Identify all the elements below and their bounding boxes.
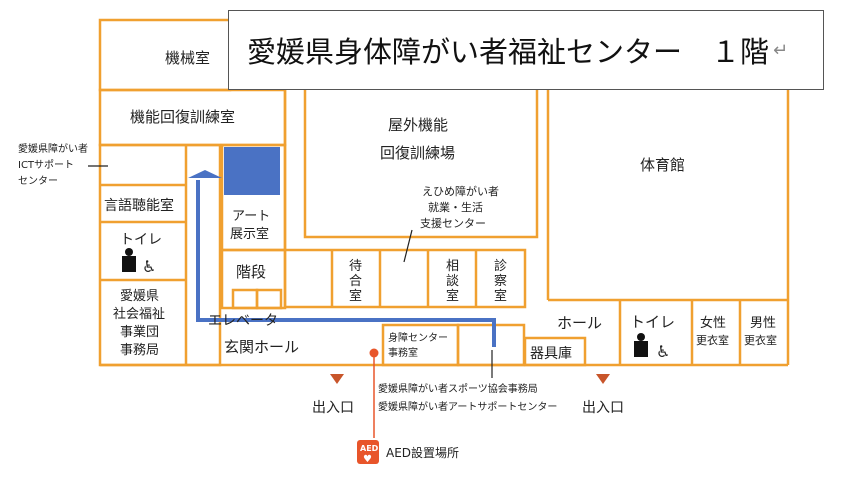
label-social-4: 事務局: [120, 343, 159, 358]
label-exam-2: 察: [494, 274, 507, 289]
route-path: [196, 180, 496, 347]
label-toilet-left: トイレ: [120, 232, 162, 248]
wall-equipment: [523, 336, 587, 367]
restroom-icon-right: [634, 333, 648, 357]
label-rehab-room: 機能回復訓練室: [130, 108, 235, 126]
label-social-3: 事業団: [120, 324, 159, 340]
label-ehime-2: 就業・生活: [428, 200, 483, 214]
wall-mid-row: [283, 248, 527, 309]
label-gym: 体育館: [640, 156, 685, 174]
route-arrowhead: [188, 170, 222, 178]
label-consult-1: 相: [446, 259, 459, 274]
label-art-2: 展示室: [230, 226, 269, 242]
label-consult-3: 室: [446, 288, 459, 304]
label-entrance-left: 出入口: [312, 400, 354, 416]
aed-icon-text: AED: [360, 444, 379, 453]
label-equipment: 器具庫: [530, 345, 572, 362]
label-male-1: 男性: [750, 316, 776, 331]
restroom-person-icon-left: [122, 256, 136, 272]
restroom-icon-left: [122, 248, 136, 272]
label-speech-room: 言語聴能室: [104, 197, 174, 214]
label-lobby: 玄関ホール: [224, 338, 299, 356]
label-sports-office: 愛媛県障がい者スポーツ協会事務局: [378, 382, 538, 395]
label-consult-2: 談: [446, 273, 459, 289]
label-disabled-office-1: 身障センター: [388, 331, 448, 344]
label-ehime-3: 支援センター: [420, 216, 486, 230]
wall-office-2: [456, 323, 526, 367]
restroom-head-icon-left: [125, 248, 133, 256]
label-stairs: 階段: [236, 263, 266, 281]
label-ict-3: センター: [18, 175, 58, 187]
label-toilet-right: トイレ: [630, 313, 675, 331]
label-outdoor-2: 回復訓練場: [380, 144, 455, 162]
label-ict-2: ICTサポート: [18, 159, 74, 171]
label-outdoor-1: 屋外機能: [388, 116, 448, 134]
aed-icon: [357, 440, 379, 464]
map-title-box: 愛媛県身体障がい者福祉センター １階 ↵: [228, 10, 824, 90]
label-art-support: 愛媛県障がい者アートサポートセンター: [378, 400, 557, 413]
ict-room-highlight: [224, 147, 280, 195]
label-ehime-1: えひめ障がい者: [422, 184, 499, 198]
restroom-head-icon-right: [637, 333, 645, 341]
label-exam-1: 診: [494, 258, 507, 274]
label-ict-1: 愛媛県障がい者: [18, 142, 88, 155]
wall-elevator-2: [255, 288, 283, 310]
ehime-leader-line: [403, 229, 413, 263]
restroom-person-icon-right: [634, 341, 648, 357]
label-waiting-1: 待: [349, 259, 362, 274]
map-title: 愛媛県身体障がい者福祉センター １階: [247, 35, 770, 69]
wheelchair-icon-right: ♿: [656, 342, 670, 361]
label-entrance-right: 出入口: [582, 400, 624, 416]
aed-heart-icon: ♥: [363, 454, 372, 465]
label-waiting-3: 室: [349, 288, 362, 304]
return-mark-icon: ↵: [773, 39, 789, 61]
label-social-1: 愛媛県: [120, 289, 159, 304]
walls: [98, 18, 790, 367]
route-arrow: [196, 180, 496, 347]
label-hall: ホール: [557, 314, 602, 332]
wheelchair-icon-left: ♿: [142, 257, 156, 276]
label-elevator: エレベータ: [208, 313, 278, 329]
label-exam-3: 室: [494, 288, 507, 304]
label-social-2: 社会福祉: [113, 306, 165, 322]
label-art-1: アート: [232, 209, 270, 224]
label-disabled-office-2: 事務室: [388, 346, 418, 359]
entrance-marker-left: [330, 374, 344, 384]
label-machine-room: 機械室: [165, 49, 210, 67]
label-waiting-2: 合: [349, 274, 362, 289]
wall-elevator: [231, 288, 259, 310]
label-female-2: 更衣室: [696, 333, 729, 347]
label-aed-location: AED設置場所: [386, 445, 459, 460]
label-male-2: 更衣室: [744, 333, 777, 347]
label-female-1: 女性: [700, 315, 726, 331]
entrance-marker-right: [596, 374, 610, 384]
wall-disabled-office: [381, 323, 460, 367]
